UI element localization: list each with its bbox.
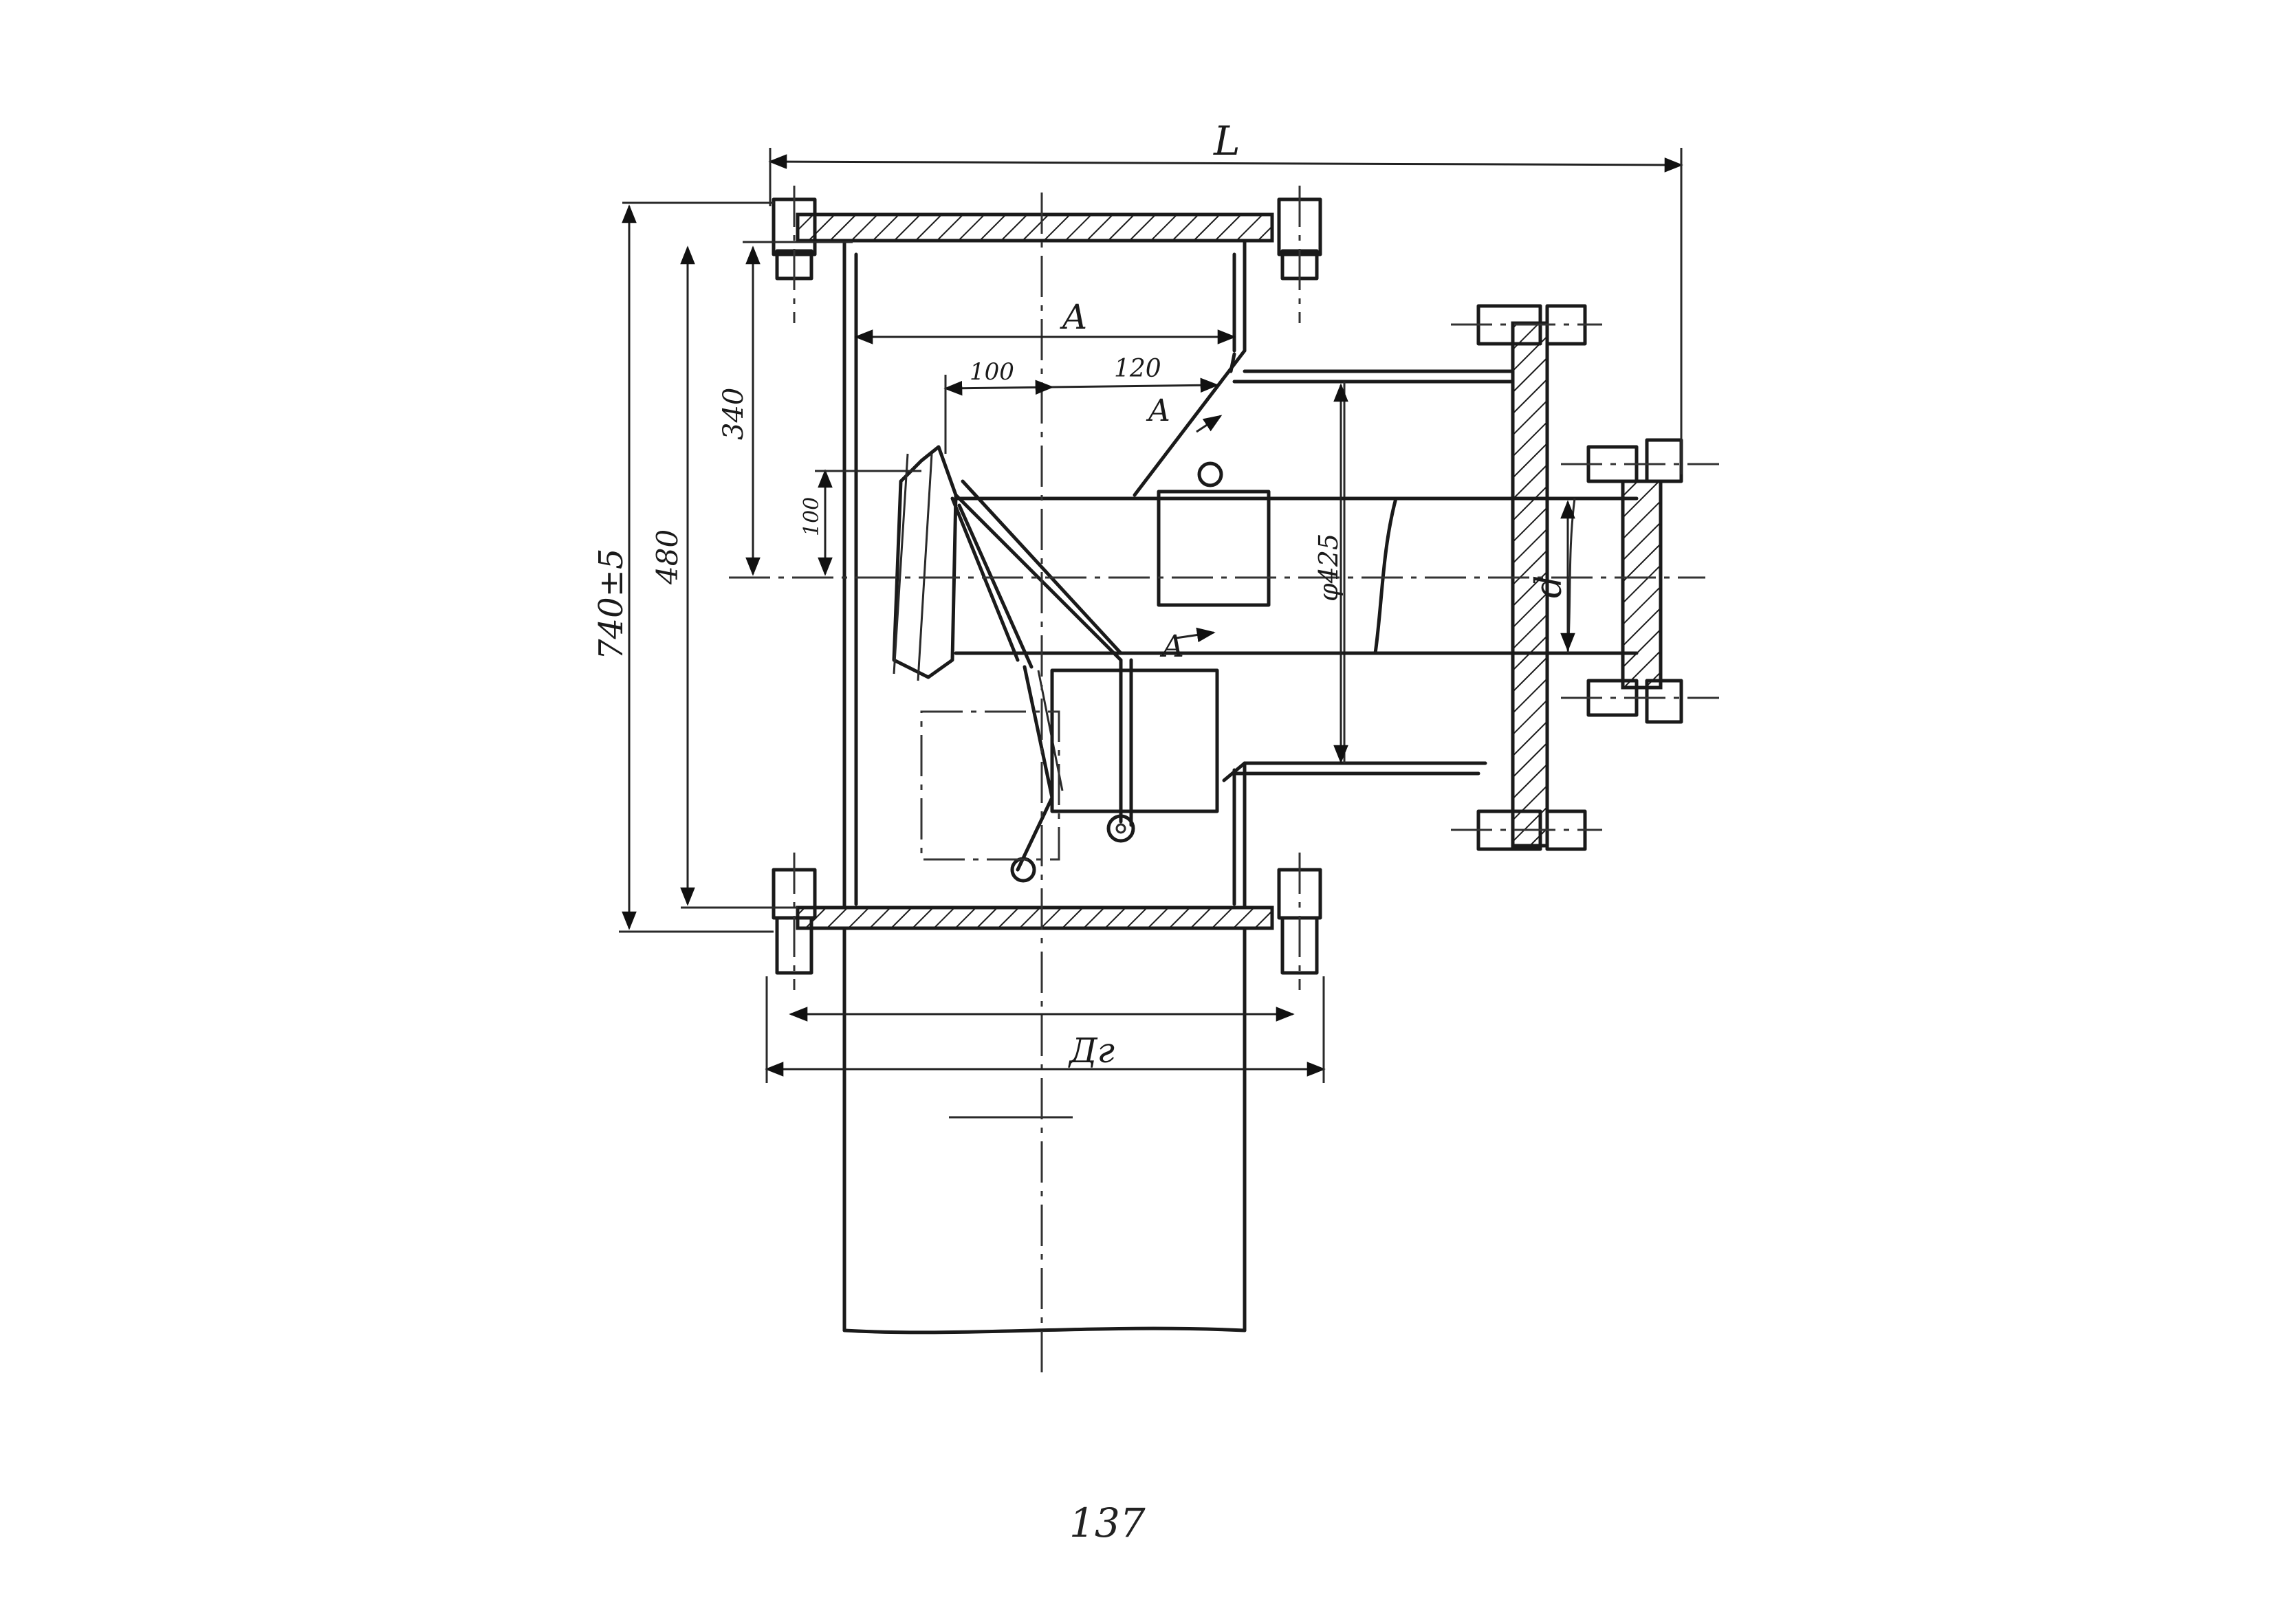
section-mark-lower: A xyxy=(1159,629,1184,664)
label-overall-height: 740±5 xyxy=(592,549,631,660)
label-offset-2: 120 xyxy=(1114,355,1161,383)
bolt-top-right xyxy=(1277,186,1322,323)
bottom-plate xyxy=(796,906,1274,930)
dimension-labels: L A 100 120 340 100 480 740±5 φ425 d Дг … xyxy=(592,118,1570,1071)
label-height-480: 480 xyxy=(651,529,684,585)
label-overall-length: L xyxy=(1213,118,1240,164)
flange-bolts xyxy=(772,186,1719,990)
bolt-side-bottom xyxy=(1451,809,1602,851)
section-mark-upper: A xyxy=(1146,393,1170,428)
label-pipe-diameter: d xyxy=(1529,575,1570,598)
side-duct xyxy=(1232,321,1549,848)
lower-weight xyxy=(1050,668,1219,813)
bolt-end-top xyxy=(1561,438,1719,483)
upper-weight xyxy=(1157,490,1271,607)
weight-phantom xyxy=(920,710,1060,861)
dimension-lines xyxy=(619,148,1683,1083)
outlet-pipe xyxy=(842,926,1247,1335)
bolt-bottom-right xyxy=(1277,853,1322,990)
top-cover-plate xyxy=(796,212,1274,243)
bolt-bottom-left xyxy=(772,853,817,990)
pipe-end-flange xyxy=(1621,479,1663,690)
bolt-top-left xyxy=(772,186,817,323)
page-number: 137 xyxy=(1069,1500,1146,1546)
label-height-100: 100 xyxy=(800,497,824,536)
label-offset-1: 100 xyxy=(970,358,1014,386)
bolt-end-bottom xyxy=(1561,679,1719,724)
label-inner-width: A xyxy=(1060,297,1087,337)
label-height-340: 340 xyxy=(718,388,750,440)
counterweights xyxy=(920,490,1271,861)
label-side-pipe-diameter: φ425 xyxy=(1313,534,1344,602)
label-nominal-diameter: Дг xyxy=(1068,1031,1115,1071)
bolt-side-top xyxy=(1451,304,1602,346)
housing xyxy=(796,212,1274,930)
